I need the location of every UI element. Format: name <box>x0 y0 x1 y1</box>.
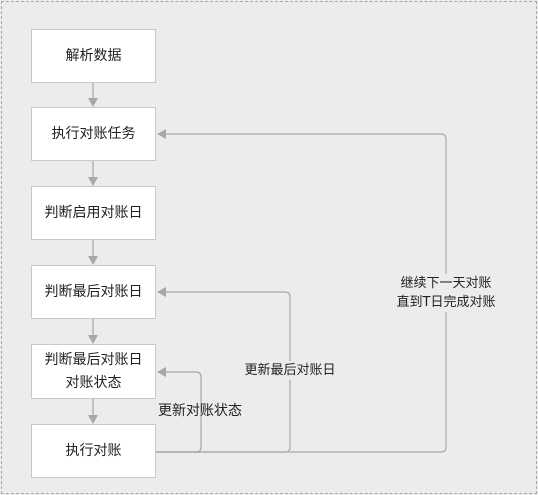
node-judge-enable-date: 判断启用对账日 <box>31 186 156 240</box>
edge-label-continue-next-day: 继续下一天对账 直到T日完成对账 <box>390 274 502 312</box>
edge-label-update-status: 更新对账状态 <box>158 403 242 419</box>
edge-label-update-last-date: 更新最后对账日 <box>236 361 344 380</box>
node-judge-last-date: 判断最后对账日 <box>31 265 156 319</box>
node-parse-data: 解析数据 <box>31 29 156 83</box>
node-exec-recon: 执行对账 <box>31 424 156 478</box>
node-exec-recon-task: 执行对账任务 <box>31 107 156 161</box>
node-judge-last-date-status: 判断最后对账日 对账状态 <box>31 344 156 399</box>
